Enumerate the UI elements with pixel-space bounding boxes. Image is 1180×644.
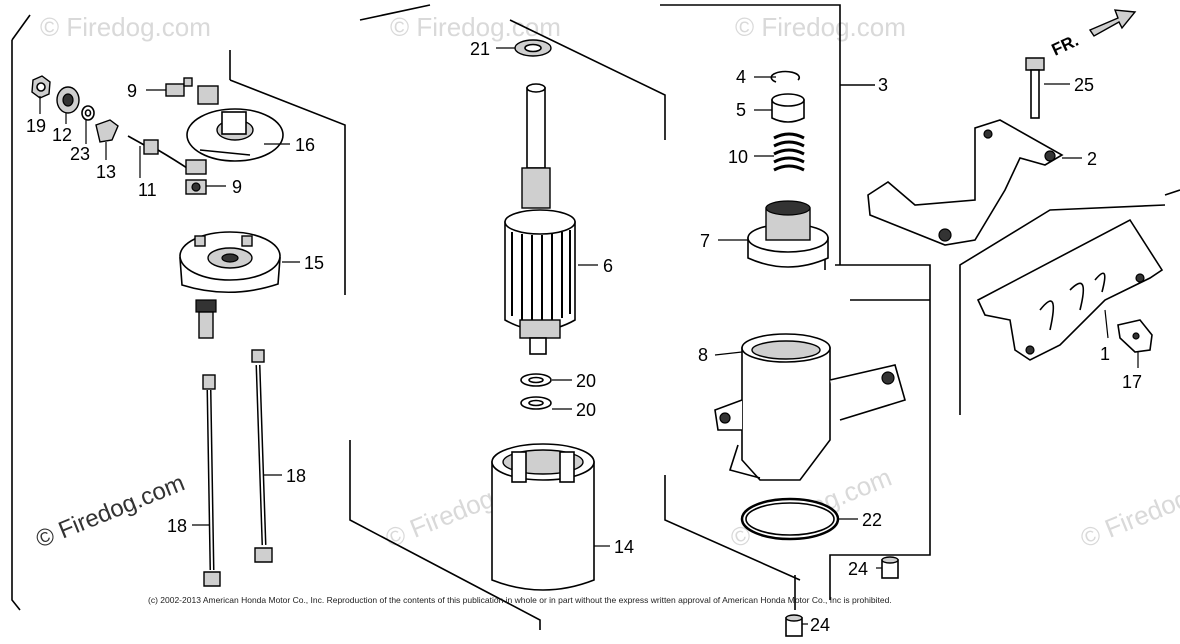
- callout-11: 11: [138, 180, 157, 200]
- part-22-o-ring: [740, 497, 840, 541]
- part-17-clip: [1117, 319, 1153, 353]
- callout-24-upper: 24: [848, 559, 868, 579]
- part-7-pinion-clutch: [747, 200, 829, 268]
- watermark-top-left: © Firedog.com: [40, 12, 211, 42]
- part-20-washer-upper: [520, 373, 552, 387]
- callout-5: 5: [736, 100, 746, 120]
- callout-4: 4: [736, 67, 746, 87]
- callout-21: 21: [470, 39, 490, 59]
- watermark-top-right: © Firedog.com: [735, 12, 906, 42]
- callout-1: 1: [1100, 344, 1110, 364]
- callout-labels: 1 2 3 4 5 6 7 8 9 9 10 11 12 13 14 15 16…: [26, 39, 1142, 635]
- part-23-washer: [81, 105, 95, 121]
- part-2-bracket: [867, 119, 1064, 246]
- callout-16: 16: [295, 135, 315, 155]
- part-16-brush-holder: [186, 85, 284, 162]
- part-20-washer-lower: [520, 396, 552, 410]
- callout-19: 19: [26, 116, 46, 136]
- part-19-nut: [31, 75, 51, 99]
- part-14-yoke: [491, 443, 595, 591]
- watermark-left-dark: © Firedog.com: [32, 469, 188, 553]
- callout-10: 10: [728, 147, 748, 167]
- watermark-top-mid: © Firedog.com: [390, 12, 561, 42]
- part-12-bearing: [56, 86, 80, 114]
- callout-2: 2: [1087, 149, 1097, 169]
- part-24-dowel-lower: [785, 614, 803, 637]
- part-21-washer: [514, 39, 552, 57]
- callout-9-lower: 9: [232, 177, 242, 197]
- callout-3: 3: [878, 75, 888, 95]
- copyright-notice: (c) 2002-2013 American Honda Motor Co., …: [148, 595, 892, 605]
- part-4-snap-ring: [770, 70, 801, 83]
- callout-12: 12: [52, 125, 72, 145]
- callout-14: 14: [614, 537, 634, 557]
- part-18-bolt-right: [251, 349, 273, 563]
- front-arrow-icon: [1088, 9, 1137, 37]
- part-10-spring: [773, 132, 805, 172]
- callout-22: 22: [862, 510, 882, 530]
- part-24-dowel-upper: [881, 556, 899, 579]
- part-6-armature: [504, 83, 576, 355]
- part-15-plug: [195, 299, 217, 339]
- part-11-terminal: [127, 135, 207, 175]
- part-25-bolt: [1025, 57, 1045, 119]
- leader-lines: [39, 47, 1139, 625]
- callout-23: 23: [70, 144, 90, 164]
- frame-lines: [11, 4, 1180, 630]
- part-15-rear-cover: [179, 231, 281, 294]
- part-13-insulator: [95, 119, 119, 143]
- callout-15: 15: [304, 253, 324, 273]
- callout-9-upper: 9: [127, 81, 137, 101]
- callout-25: 25: [1074, 75, 1094, 95]
- callout-20-lower: 20: [576, 400, 596, 420]
- callout-17: 17: [1122, 372, 1142, 392]
- callout-8: 8: [698, 345, 708, 365]
- front-direction-indicator: FR.: [1049, 9, 1137, 60]
- part-18-bolt-left: [202, 374, 221, 587]
- callout-20-upper: 20: [576, 371, 596, 391]
- part-9-brush-upper: [165, 77, 193, 97]
- callout-13: 13: [96, 162, 116, 182]
- callout-24-lower: 24: [810, 615, 830, 635]
- part-5-collar: [771, 93, 805, 123]
- part-1-guard: [976, 218, 1164, 361]
- part-8-front-housing: [714, 333, 906, 481]
- watermark-far-right: © Firedog.com: [1076, 462, 1180, 554]
- callout-6: 6: [603, 256, 613, 276]
- part-9-brush-lower: [185, 179, 207, 195]
- front-label: FR.: [1049, 31, 1082, 60]
- callout-18-left: 18: [167, 516, 187, 536]
- callout-7: 7: [700, 231, 710, 251]
- callout-18-right: 18: [286, 466, 306, 486]
